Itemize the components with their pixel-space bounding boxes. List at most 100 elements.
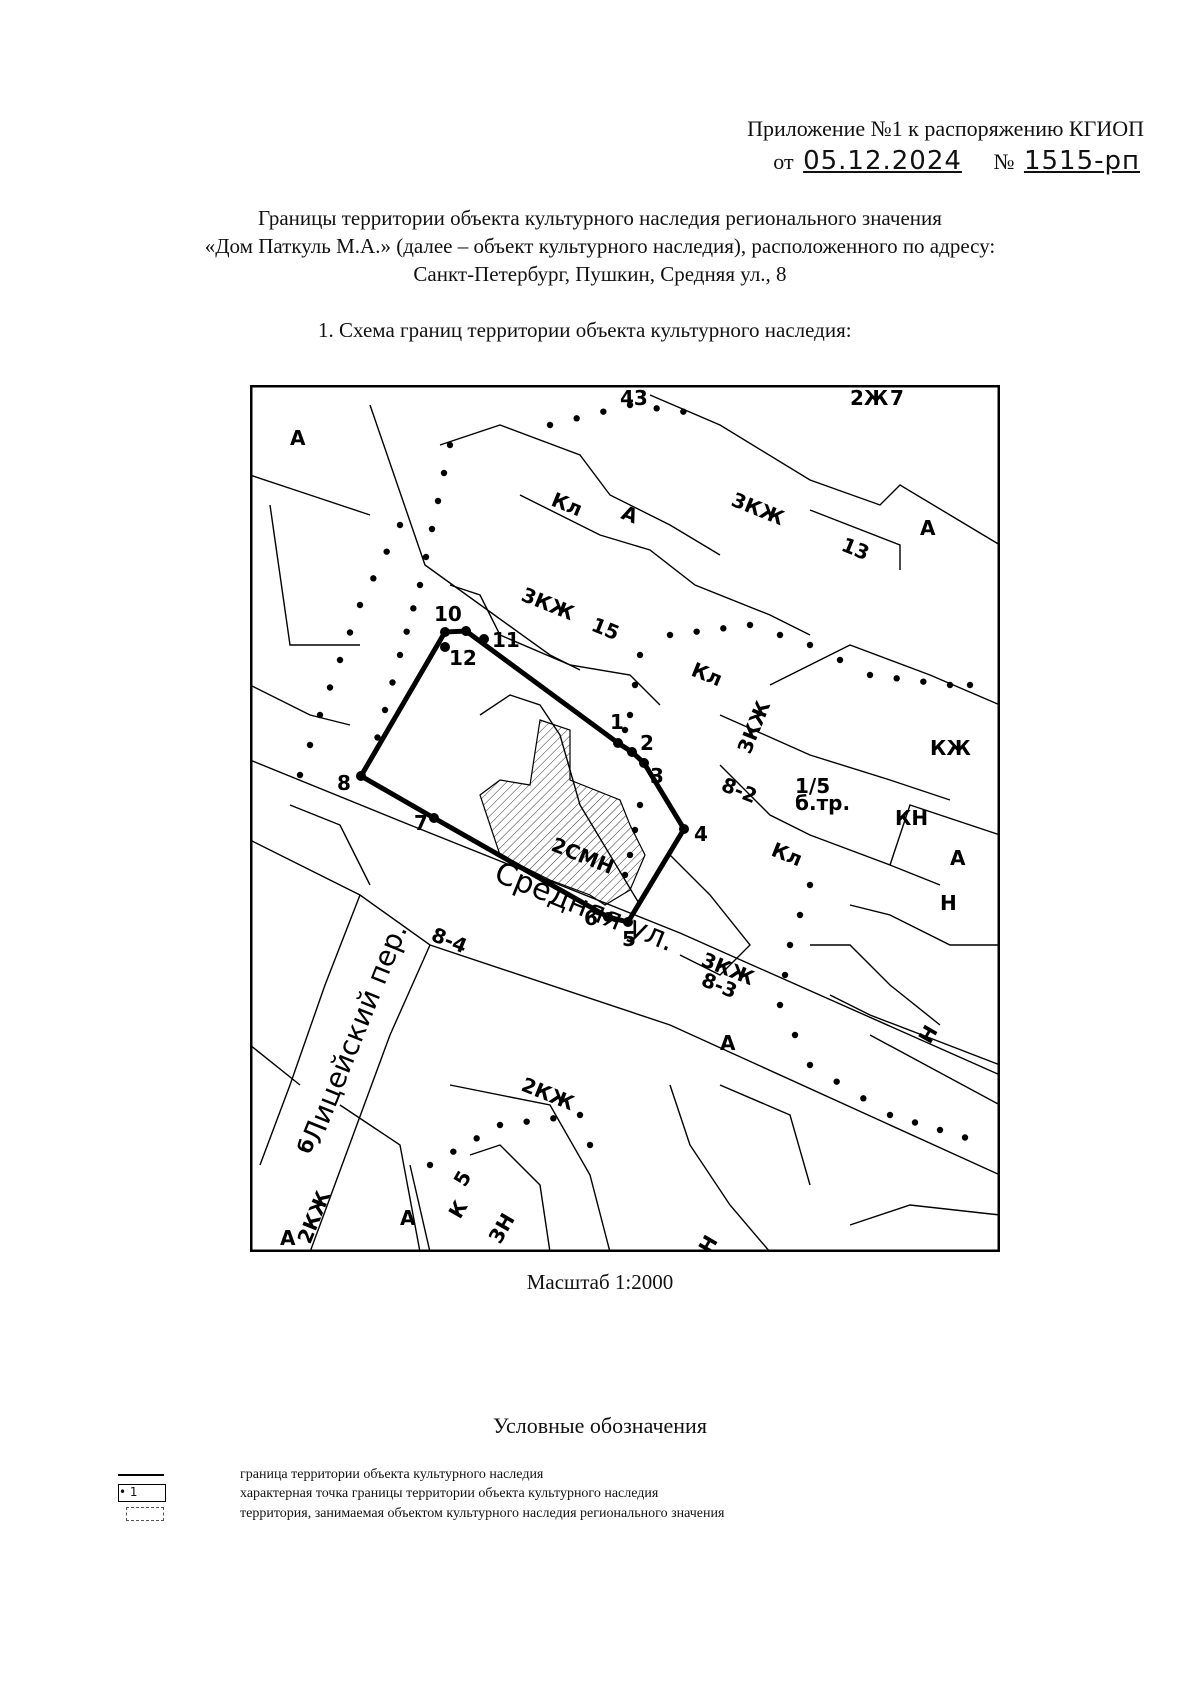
utility-dot xyxy=(573,415,580,422)
utility-dot xyxy=(600,408,607,415)
boundary-point-11-label: 11 xyxy=(492,628,520,652)
legend-title: Условные обозначения xyxy=(493,1413,707,1438)
utility-dot xyxy=(316,711,324,719)
number-prefix: № xyxy=(993,149,1015,174)
utility-dot xyxy=(961,1134,969,1141)
utility-dot xyxy=(523,1118,530,1125)
utility-dot xyxy=(326,684,334,691)
utility-dot xyxy=(370,575,377,582)
utility-dot xyxy=(546,421,554,429)
utility-dot xyxy=(631,681,639,689)
boundary-point-12-label: 12 xyxy=(449,646,477,670)
title-line-3: Санкт-Петербург, Пушкин, Средняя ул., 8 xyxy=(413,262,787,286)
utility-dot xyxy=(621,871,629,879)
building-label: 43 xyxy=(620,386,648,410)
building-label: 1/5 xyxy=(795,774,830,798)
utility-dot xyxy=(746,621,754,629)
utility-dot xyxy=(893,675,900,682)
utility-dot xyxy=(450,1148,457,1155)
map-linework xyxy=(249,394,1001,1253)
building-label: Н xyxy=(940,891,957,915)
legend-symbol-boundary-line xyxy=(118,1474,164,1476)
order-date: 05.12.2024 xyxy=(803,146,962,176)
building-label: А xyxy=(280,1226,296,1250)
order-number: 1515-рп xyxy=(1023,146,1140,176)
utility-dot xyxy=(920,678,927,685)
utility-dot xyxy=(866,671,874,679)
utility-dot xyxy=(693,628,700,635)
utility-dot xyxy=(374,734,381,741)
boundary-point-7-marker xyxy=(429,813,439,823)
utility-dot xyxy=(346,629,354,636)
legend-point-marker: • 1 xyxy=(119,1485,138,1499)
section-heading: 1. Схема границ территории объекта культ… xyxy=(318,318,852,342)
utility-dot xyxy=(446,441,454,449)
appendix-header: Приложение №1 к распоряжению КГИОП xyxy=(747,116,1144,141)
boundary-point-6-marker xyxy=(603,912,613,922)
utility-dot xyxy=(776,1001,784,1009)
building-label: 2Ж xyxy=(850,386,889,410)
boundary-point-1-marker xyxy=(613,738,623,748)
boundary-point-6-label: 6 xyxy=(584,906,598,930)
utility-dot xyxy=(496,1121,504,1129)
utility-dot xyxy=(381,706,389,714)
boundary-point-12-marker xyxy=(440,642,450,652)
utility-dot xyxy=(356,601,364,609)
utility-dot xyxy=(383,548,390,555)
utility-dot xyxy=(410,605,417,612)
map-scale: Масштаб 1:2000 xyxy=(526,1270,674,1294)
utility-dot xyxy=(936,1126,944,1134)
utility-dot xyxy=(946,681,954,689)
building-label: А xyxy=(950,846,966,870)
utility-dot xyxy=(666,631,674,639)
utility-dot xyxy=(860,1095,867,1102)
building-label: 7 xyxy=(890,386,904,410)
utility-dot xyxy=(636,801,644,809)
date-prefix: от xyxy=(773,149,794,174)
utility-dot xyxy=(911,1119,919,1126)
utility-dot xyxy=(631,826,639,834)
utility-dot xyxy=(626,711,634,719)
utility-dot xyxy=(434,497,442,505)
building-label: А xyxy=(400,1206,416,1230)
utility-dot xyxy=(626,401,634,409)
utility-dot xyxy=(621,726,629,734)
utility-dot xyxy=(833,1078,840,1085)
utility-dot xyxy=(776,631,784,639)
building-label: А xyxy=(290,426,306,450)
utility-dot xyxy=(886,1111,894,1119)
utility-dot xyxy=(403,628,410,635)
utility-dot xyxy=(426,1161,434,1169)
legend-item-boundary: граница территории объекта культурного н… xyxy=(240,1467,544,1482)
utility-dot xyxy=(389,679,396,686)
boundary-point-9-marker xyxy=(440,627,450,637)
utility-dot xyxy=(396,521,404,529)
utility-dot xyxy=(336,656,344,664)
order-date-number: от 05.12.2024 № 1515-рп xyxy=(773,146,1144,176)
utility-dot xyxy=(806,1061,814,1069)
building-label: КН xyxy=(895,806,928,830)
boundary-point-11-marker xyxy=(479,634,489,644)
utility-dot xyxy=(422,553,430,561)
utility-dot xyxy=(680,408,687,415)
heritage-building-hatched xyxy=(479,719,646,906)
utility-dot xyxy=(786,941,794,949)
boundary-point-8-marker xyxy=(356,771,366,781)
utility-dot xyxy=(806,881,814,889)
utility-dot xyxy=(586,1141,594,1149)
boundary-point-2-label: 2 xyxy=(640,731,654,755)
boundary-point-3-marker xyxy=(639,758,649,768)
boundary-point-4-marker xyxy=(679,824,689,834)
title-line-1: Границы территории объекта культурного н… xyxy=(258,206,942,230)
boundary-point-8-label: 8 xyxy=(337,771,351,795)
legend-item-point: характерная точка границы территории объ… xyxy=(240,1486,659,1501)
legend-item-area: территория, занимаемая объектом культурн… xyxy=(240,1506,725,1521)
building-label: б.тр. xyxy=(795,791,850,815)
legend-symbol-point: • 1 xyxy=(118,1484,166,1502)
utility-dot xyxy=(396,651,404,659)
utility-dot xyxy=(428,525,436,533)
utility-dot xyxy=(806,641,814,649)
boundary-point-7-label: 7 xyxy=(414,811,428,835)
